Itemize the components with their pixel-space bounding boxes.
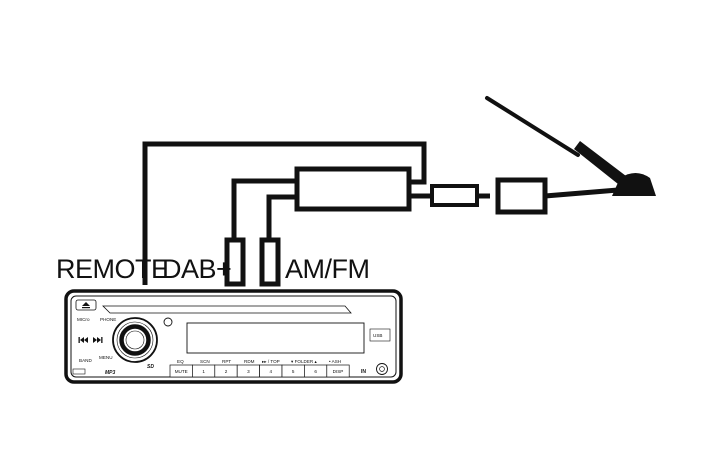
func-label-rdm: RDM	[244, 359, 255, 364]
volume-knob-icon[interactable]	[112, 317, 158, 363]
preset-key-label: DISP	[333, 369, 344, 374]
preset-key-label: MUTE	[175, 369, 188, 374]
amfm-wire	[266, 194, 297, 240]
next-track-icon[interactable]	[93, 337, 103, 343]
aux-in-label: IN	[361, 369, 366, 375]
func-label-rpt: RPT	[222, 359, 231, 364]
antenna-connector-box	[495, 177, 548, 215]
antenna-mast-lower	[574, 141, 626, 184]
inline-filter-box	[430, 184, 479, 207]
usb-label: USB	[373, 333, 382, 338]
antenna-base	[612, 173, 656, 196]
preset-key-7[interactable]: DISP	[326, 364, 350, 378]
car-radio-head-unit: MICro PHONE BAND MENU USB MP3 SD	[64, 289, 403, 384]
func-label-folder: ▾ FOLDER ▴	[291, 359, 317, 364]
preset-key-2[interactable]: 2	[214, 364, 238, 378]
connector-to-antenna-wire	[544, 187, 619, 199]
antenna-mast	[485, 96, 580, 157]
func-label-eq: EQ	[177, 359, 184, 364]
preset-key-0[interactable]: MUTE	[169, 364, 193, 378]
previous-track-icon[interactable]	[78, 337, 89, 343]
menu-button[interactable]: MENU	[99, 355, 113, 360]
func-label-ash: • ASH	[329, 359, 341, 364]
mic-label: MICro	[77, 317, 90, 322]
preset-key-label: 4	[270, 369, 273, 374]
func-label-scn: SCN	[200, 359, 210, 364]
func-label-top: ▸▸ / TOP	[262, 359, 280, 364]
preset-key-5[interactable]: 5	[281, 364, 305, 378]
antenna-splitter-box	[294, 166, 412, 212]
wiring	[142, 141, 619, 285]
remote-wire	[142, 141, 427, 285]
preset-key-3[interactable]: 3	[236, 364, 260, 378]
amfm-label: AM/FM	[285, 254, 370, 284]
car-antenna	[485, 96, 656, 196]
eject-icon[interactable]	[75, 299, 97, 311]
mp3-logo: MP3	[105, 370, 116, 376]
preset-key-label: 3	[247, 369, 250, 374]
usb-port-frame	[369, 328, 391, 342]
dab-label: DAB+	[162, 254, 231, 284]
aux-in-jack-inner	[379, 366, 385, 372]
band-button[interactable]: BAND	[79, 358, 92, 363]
preset-key-label: 2	[225, 369, 228, 374]
preset-keys: MUTE 1 2 3 4 5 6 DISP	[169, 364, 350, 378]
usb-slot-small	[72, 368, 86, 375]
preset-key-4[interactable]: 4	[259, 364, 283, 378]
phone-label: PHONE	[100, 317, 116, 322]
preset-key-frame	[326, 364, 350, 378]
ir-sensor	[163, 317, 173, 327]
remote-label: REMOTE	[56, 254, 169, 284]
preset-key-label: 6	[314, 369, 317, 374]
dab-plug	[224, 237, 246, 287]
amfm-plug	[259, 237, 281, 287]
sd-logo: SD	[147, 364, 154, 370]
display-top-trim	[102, 305, 352, 314]
preset-key-label: 5	[292, 369, 295, 374]
dab-wire	[231, 178, 297, 240]
preset-key-1[interactable]: 1	[192, 364, 216, 378]
preset-key-6[interactable]: 6	[304, 364, 328, 378]
aux-in-jack[interactable]	[376, 363, 388, 375]
lcd-display	[186, 322, 365, 354]
preset-key-label: 1	[202, 369, 205, 374]
head-unit-outer	[64, 289, 403, 384]
